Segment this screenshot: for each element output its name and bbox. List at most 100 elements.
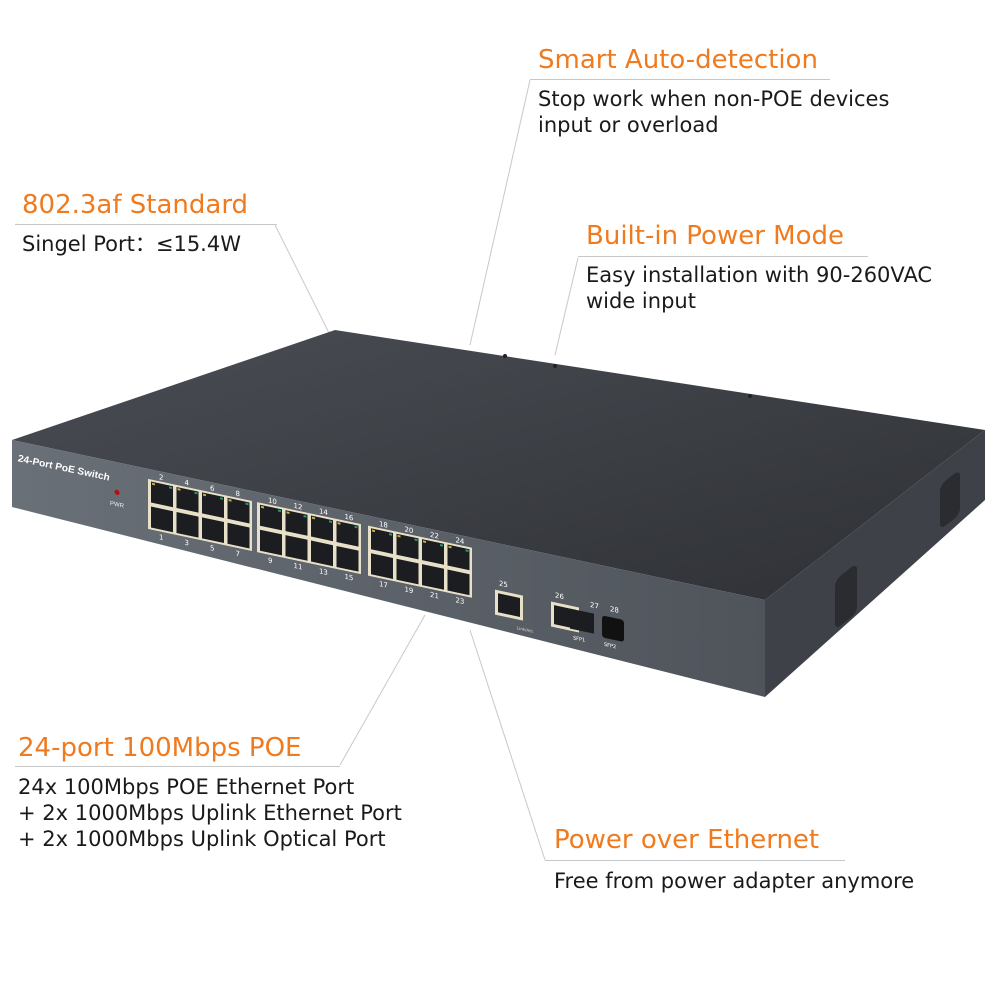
port-number: 14 [319, 506, 328, 517]
port-led [465, 549, 469, 553]
title-rule [15, 766, 340, 767]
feature-ports: 24-port 100Mbps POE 24x 100Mbps POE Ethe… [18, 732, 402, 852]
ethernet-port-11[interactable] [285, 535, 308, 561]
ethernet-port-21[interactable] [422, 564, 444, 590]
title-rule [578, 256, 868, 257]
ethernet-port-22[interactable] [422, 539, 444, 565]
port-led [389, 533, 392, 536]
port-led [423, 540, 426, 543]
ethernet-port-19[interactable] [396, 558, 419, 585]
ethernet-port-17[interactable] [371, 553, 393, 579]
port-number: 21 [430, 590, 439, 601]
port-number: 26 [555, 590, 564, 601]
ethernet-port-24[interactable] [447, 544, 470, 571]
sfp-port-28[interactable] [602, 615, 624, 642]
port-number: 5 [210, 543, 214, 553]
port-led [286, 511, 290, 514]
ethernet-port-20[interactable] [396, 533, 419, 560]
feature-text: Stop work when non-POE devices [538, 87, 890, 111]
switch-side [765, 430, 985, 697]
port-number: 10 [268, 495, 277, 506]
port-led [414, 538, 418, 542]
port-number: 25 [499, 579, 508, 590]
switch-top [12, 330, 985, 600]
title-rule [15, 224, 277, 225]
port-led [312, 516, 315, 520]
port-led [220, 497, 223, 500]
leader-line [554, 257, 579, 356]
ethernet-port-5[interactable] [202, 517, 224, 544]
port-number: 1 [159, 532, 163, 542]
port-number: 19 [405, 584, 414, 595]
pwr-label: PWR [110, 501, 125, 510]
port-number: 23 [456, 595, 465, 606]
ethernet-port-14[interactable] [311, 515, 333, 542]
feature-text: wide input [586, 289, 696, 313]
port-led [152, 482, 155, 486]
feature-power-mode: Built-in Power Mode Easy installation wi… [586, 220, 932, 314]
port-number: 16 [345, 512, 354, 523]
port-number: 12 [294, 501, 303, 512]
port-number: 17 [379, 579, 388, 590]
port-number: 20 [405, 524, 414, 535]
port-led [397, 534, 401, 538]
port-number: 7 [236, 549, 240, 559]
sfp-label: SFP1 [573, 635, 585, 644]
port-block [368, 525, 472, 598]
ethernet-port-8[interactable] [227, 497, 250, 524]
feature-text: Singel Port：≤15.4W [22, 232, 241, 256]
feature-title: Built-in Power Mode [586, 221, 845, 251]
ethernet-port-12[interactable] [285, 510, 308, 536]
ethernet-port-10[interactable] [260, 504, 282, 531]
port-led [278, 509, 281, 513]
port-led [337, 522, 341, 525]
port-led [440, 543, 443, 547]
port-led [354, 525, 358, 529]
ethernet-port-9[interactable] [260, 529, 282, 556]
ethernet-port-2[interactable] [151, 481, 173, 508]
port-number: 13 [319, 566, 328, 577]
ethernet-port-13[interactable] [311, 540, 333, 567]
leader-line [469, 79, 531, 346]
feature-text: Easy installation with 90-260VAC [586, 263, 933, 287]
leader-line [469, 629, 546, 861]
feature-title: 802.3af Standard [22, 190, 249, 220]
vent-grille [835, 565, 857, 627]
screw [503, 354, 507, 358]
port-led [303, 514, 307, 518]
ethernet-port-1[interactable] [151, 506, 173, 533]
feature-text: 24x 100Mbps POE Ethernet Port [18, 775, 355, 799]
uplink-port-25[interactable] [498, 593, 520, 617]
feature-auto-detection: Smart Auto-detection Stop work when non-… [538, 44, 889, 138]
port-number: 6 [210, 483, 215, 493]
port-led [203, 493, 206, 497]
port-number: 4 [185, 478, 190, 488]
screw [748, 394, 752, 398]
port-number: 28 [610, 604, 619, 615]
port-number: 9 [268, 555, 272, 565]
link-act-label: Link/Act [517, 625, 533, 633]
sfp-port-27[interactable] [570, 608, 594, 634]
leader-line [274, 224, 331, 336]
ethernet-port-6[interactable] [202, 492, 224, 519]
port-led [261, 505, 264, 509]
ethernet-port-15[interactable] [336, 545, 359, 572]
port-led [372, 529, 375, 533]
feature-title: 24-port 100Mbps POE [18, 733, 302, 763]
port-number: 8 [236, 489, 241, 499]
ethernet-port-23[interactable] [447, 569, 470, 596]
port-number: 3 [185, 538, 189, 548]
port-number: 11 [294, 561, 303, 572]
port-led [194, 491, 198, 495]
ethernet-port-4[interactable] [176, 486, 199, 513]
ethernet-port-18[interactable] [371, 528, 393, 554]
feature-title: Power over Ethernet [554, 825, 820, 855]
ethernet-port-3[interactable] [176, 511, 199, 538]
port-led [245, 502, 249, 506]
feature-text: + 2x 1000Mbps Uplink Ethernet Port [18, 801, 402, 825]
port-led [448, 545, 452, 549]
leader-line [339, 614, 426, 766]
ethernet-port-16[interactable] [336, 520, 359, 547]
feature-text: Free from power adapter anymore [554, 869, 915, 893]
ethernet-port-7[interactable] [227, 522, 250, 549]
